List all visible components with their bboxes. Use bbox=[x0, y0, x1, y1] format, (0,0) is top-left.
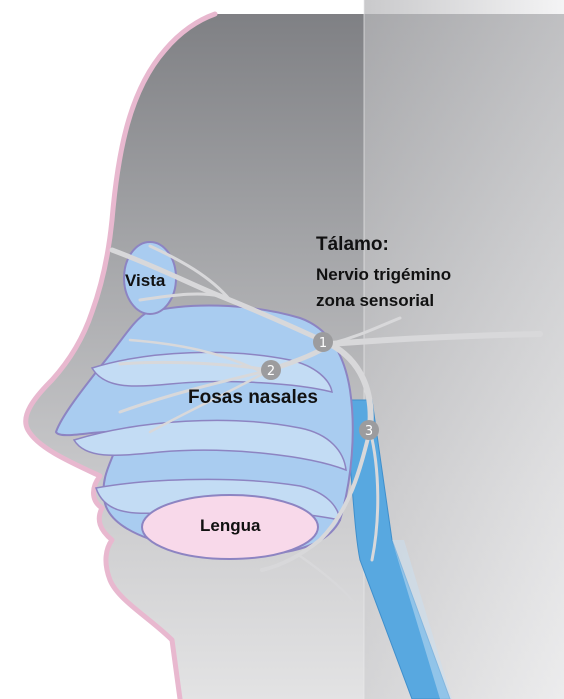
marker-2: 2 bbox=[261, 360, 281, 380]
marker-1: 1 bbox=[313, 332, 333, 352]
label-nasal-cavity: Fosas nasales bbox=[188, 387, 318, 408]
svg-text:2: 2 bbox=[267, 364, 275, 379]
label-vista: Vista bbox=[125, 271, 166, 290]
svg-text:1: 1 bbox=[319, 336, 327, 351]
svg-text:3: 3 bbox=[365, 424, 373, 439]
label-thalamus: Tálamo: bbox=[316, 234, 389, 255]
label-tongue: Lengua bbox=[200, 516, 261, 535]
marker-3: 3 bbox=[359, 420, 379, 440]
label-trigeminal: Nervio trigémino bbox=[316, 265, 451, 284]
label-sensory-zone: zona sensorial bbox=[316, 291, 434, 310]
